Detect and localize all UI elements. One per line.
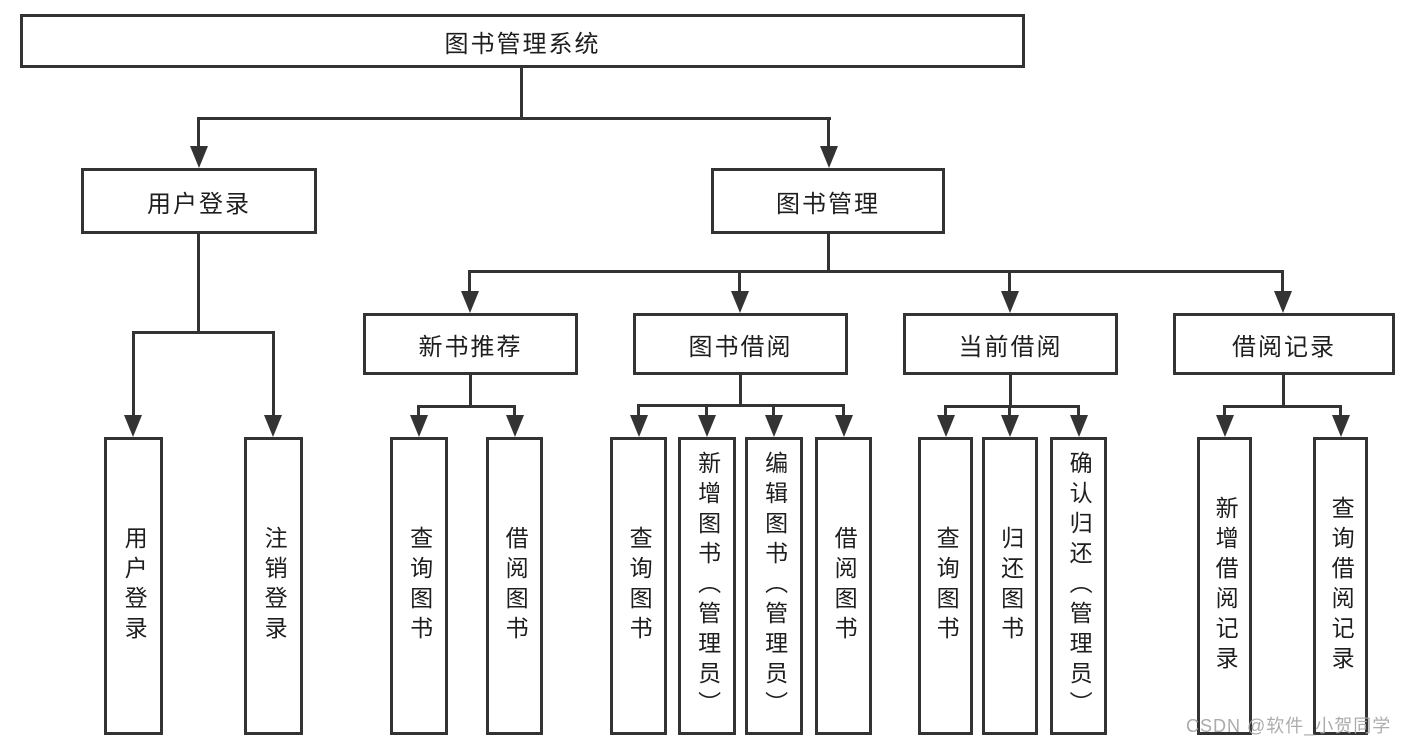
arrowhead-down-icon bbox=[461, 291, 479, 313]
connector-line bbox=[827, 233, 830, 273]
connector-line bbox=[1009, 374, 1012, 408]
arrowhead-down-icon bbox=[630, 415, 648, 437]
node-book-management: 图书管理 bbox=[711, 168, 945, 234]
connector-line bbox=[1282, 374, 1285, 408]
connector-line bbox=[772, 404, 775, 417]
leaf-user-login: 用户登录 bbox=[104, 437, 163, 735]
connector-line bbox=[197, 117, 831, 120]
leaf-label: 注销登录 bbox=[261, 526, 288, 646]
arrowhead-down-icon bbox=[506, 415, 524, 437]
leaf-edit-books-admin: 编辑图书（管理员） bbox=[745, 437, 803, 735]
connector-line bbox=[705, 404, 708, 417]
leaf-label: 查询图书 bbox=[626, 526, 653, 646]
connector-line bbox=[637, 404, 640, 417]
leaf-label: 查询借阅记录 bbox=[1328, 496, 1355, 676]
leaf-logout: 注销登录 bbox=[244, 437, 303, 735]
leaf-label: 确认归还（管理员） bbox=[1066, 451, 1093, 721]
leaf-label: 用户登录 bbox=[121, 526, 148, 646]
arrowhead-down-icon bbox=[1001, 291, 1019, 313]
arrowhead-down-icon bbox=[124, 415, 142, 437]
connector-line bbox=[197, 117, 200, 148]
arrowhead-down-icon bbox=[1001, 415, 1019, 437]
arrowhead-down-icon bbox=[698, 415, 716, 437]
connector-line bbox=[1339, 405, 1342, 417]
arrowhead-down-icon bbox=[410, 415, 428, 437]
arrowhead-down-icon bbox=[731, 291, 749, 313]
connector-line bbox=[1077, 405, 1080, 417]
arrowhead-down-icon bbox=[835, 415, 853, 437]
connector-line bbox=[520, 67, 523, 119]
node-label: 当前借阅 bbox=[958, 333, 1063, 361]
leaf-label: 查询图书 bbox=[406, 526, 433, 646]
arrowhead-down-icon bbox=[190, 146, 208, 168]
arrowhead-down-icon bbox=[1274, 291, 1292, 313]
leaf-add-borrow-record: 新增借阅记录 bbox=[1197, 437, 1252, 735]
connector-line bbox=[944, 405, 947, 417]
connector-line bbox=[468, 270, 471, 293]
arrowhead-down-icon bbox=[937, 415, 955, 437]
leaf-label: 查询图书 bbox=[933, 526, 960, 646]
node-current-borrowing: 当前借阅 bbox=[903, 313, 1118, 375]
arrowhead-down-icon bbox=[264, 415, 282, 437]
leaf-query-books-current: 查询图书 bbox=[918, 437, 973, 735]
node-user-login: 用户登录 bbox=[81, 168, 317, 234]
arrowhead-down-icon bbox=[1216, 415, 1234, 437]
node-label: 图书管理 bbox=[776, 190, 880, 218]
connector-line bbox=[197, 233, 200, 334]
connector-line bbox=[469, 374, 472, 408]
connector-line bbox=[513, 405, 516, 417]
csdn-watermark: CSDN @软件_小贺同学 bbox=[1186, 716, 1392, 736]
leaf-query-books-borrowing: 查询图书 bbox=[610, 437, 667, 735]
node-label: 图书借阅 bbox=[688, 333, 793, 361]
node-label: 新书推荐 bbox=[418, 333, 523, 361]
connector-line bbox=[1223, 405, 1226, 417]
connector-line bbox=[637, 404, 845, 407]
leaf-label: 新增借阅记录 bbox=[1212, 496, 1239, 676]
node-label: 图书管理系统 bbox=[444, 30, 601, 58]
leaf-query-books-recommend: 查询图书 bbox=[390, 437, 448, 735]
connector-line bbox=[1223, 405, 1342, 408]
leaf-label: 借阅图书 bbox=[831, 526, 858, 646]
connector-line bbox=[944, 405, 1080, 408]
leaf-add-books-admin: 新增图书（管理员） bbox=[678, 437, 736, 735]
connector-line bbox=[738, 270, 741, 293]
leaf-label: 归还图书 bbox=[997, 526, 1024, 646]
leaf-confirm-return-admin: 确认归还（管理员） bbox=[1050, 437, 1107, 735]
connector-line bbox=[827, 117, 830, 148]
leaf-borrow-books: 借阅图书 bbox=[815, 437, 872, 735]
arrowhead-down-icon bbox=[1070, 415, 1088, 437]
connector-line bbox=[842, 404, 845, 417]
connector-line bbox=[1008, 270, 1011, 293]
connector-line bbox=[417, 405, 420, 417]
connector-line bbox=[132, 331, 275, 334]
connector-line bbox=[739, 374, 742, 407]
connector-line bbox=[132, 331, 135, 417]
arrowhead-down-icon bbox=[820, 146, 838, 168]
node-borrowing-records: 借阅记录 bbox=[1173, 313, 1395, 375]
arrowhead-down-icon bbox=[1332, 415, 1350, 437]
leaf-label: 新增图书（管理员） bbox=[694, 451, 721, 721]
node-label: 用户登录 bbox=[147, 190, 251, 218]
leaf-borrow-books-recommend: 借阅图书 bbox=[486, 437, 543, 735]
leaf-label: 借阅图书 bbox=[502, 526, 529, 646]
connector-line bbox=[468, 270, 1284, 273]
connector-line bbox=[417, 405, 516, 408]
leaf-query-borrow-record: 查询借阅记录 bbox=[1313, 437, 1368, 735]
connector-line bbox=[272, 331, 275, 417]
node-label: 借阅记录 bbox=[1232, 333, 1336, 361]
connector-line bbox=[1281, 270, 1284, 293]
connector-line bbox=[1008, 405, 1011, 417]
node-root-system: 图书管理系统 bbox=[20, 14, 1025, 68]
node-book-borrowing: 图书借阅 bbox=[633, 313, 848, 375]
arrowhead-down-icon bbox=[765, 415, 783, 437]
leaf-return-books: 归还图书 bbox=[982, 437, 1038, 735]
leaf-label: 编辑图书（管理员） bbox=[761, 451, 788, 721]
node-new-book-recommend: 新书推荐 bbox=[363, 313, 578, 375]
